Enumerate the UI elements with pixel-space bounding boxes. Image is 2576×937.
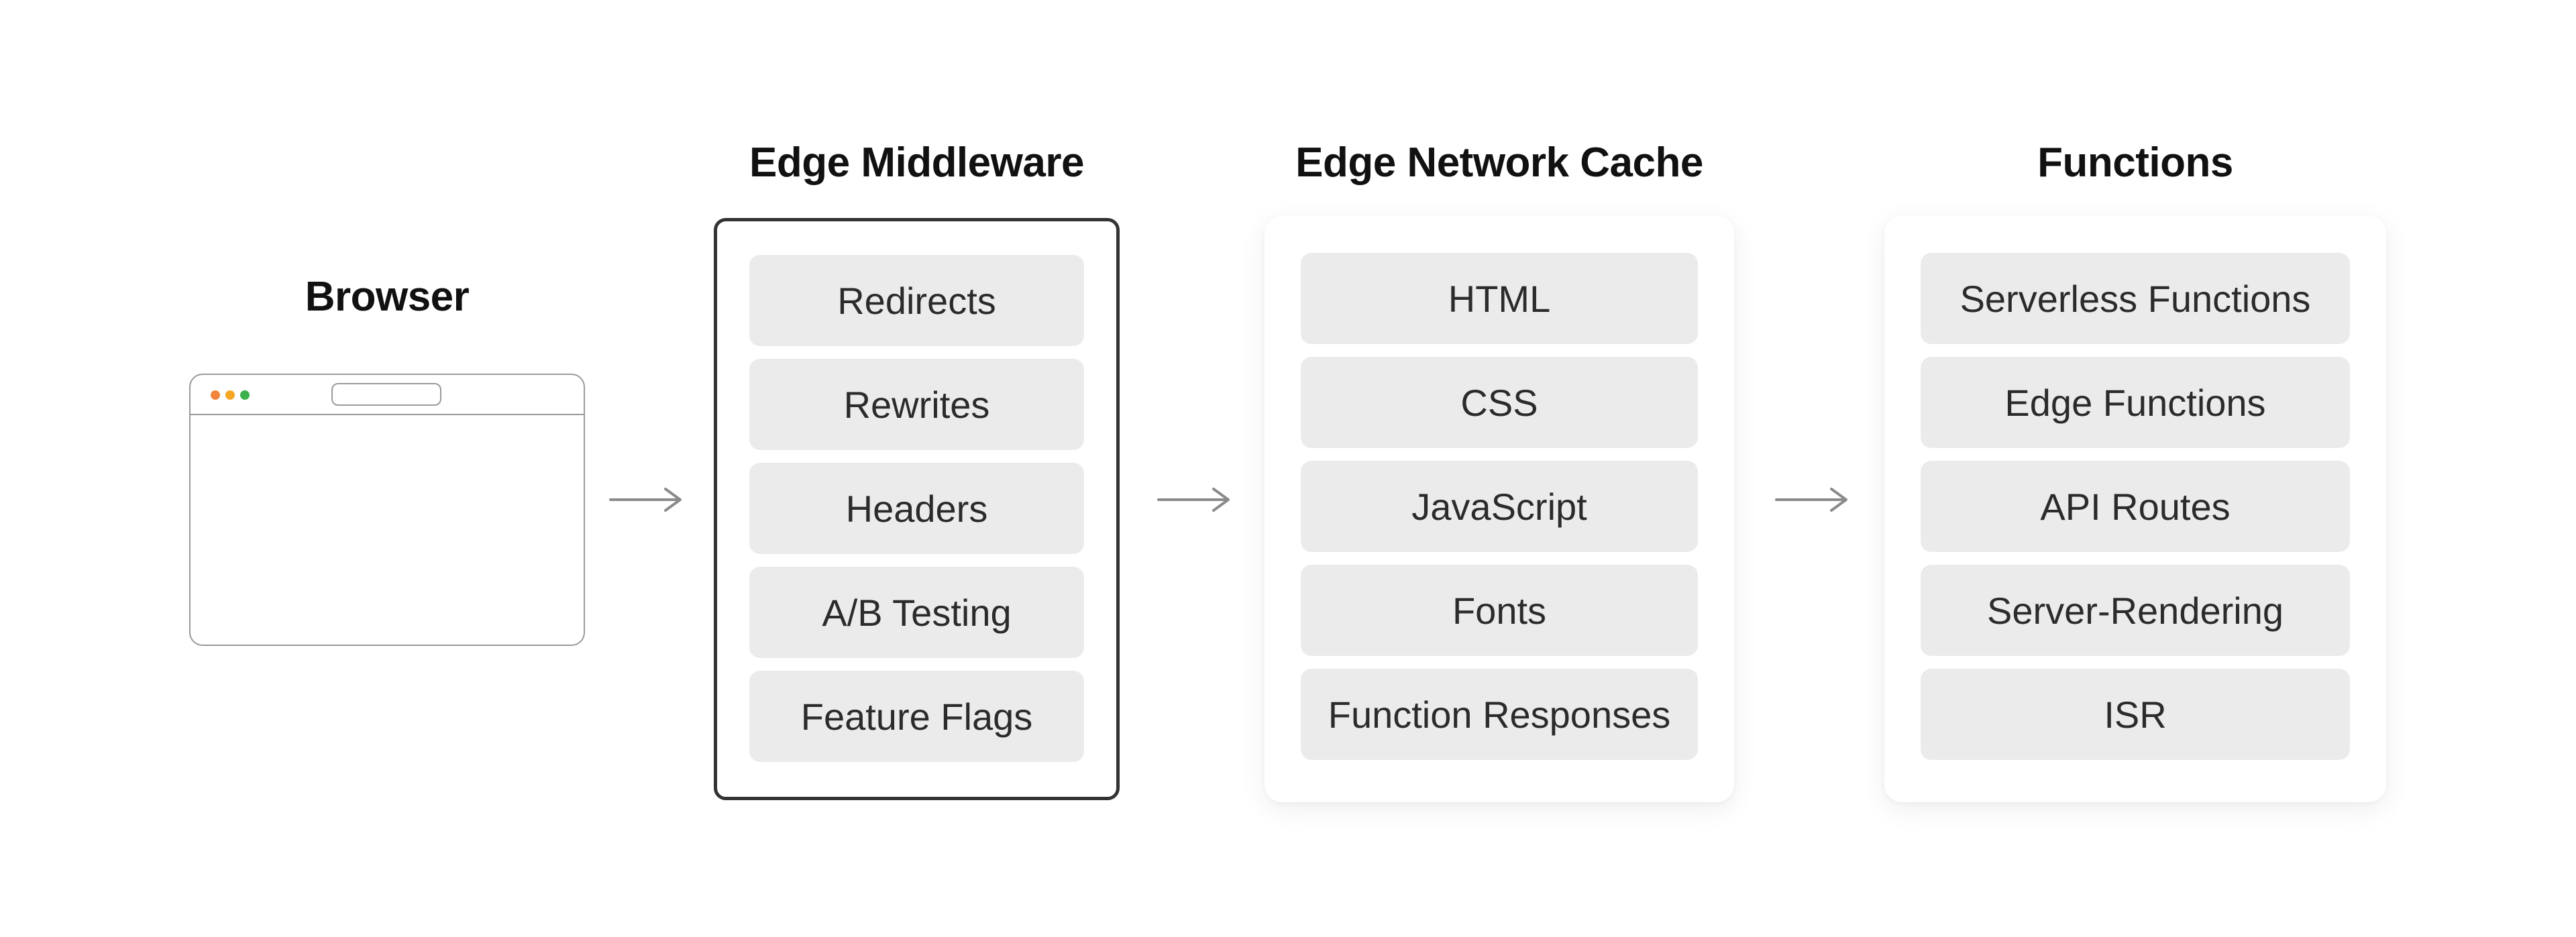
edge-network-cache-title: Edge Network Cache [1295,140,1703,186]
list-item: JavaScript [1301,461,1698,552]
arrow-right-icon [609,488,682,512]
edge-middleware-title: Edge Middleware [749,140,1084,186]
close-dot-icon [211,390,220,400]
list-item: Redirects [749,255,1084,346]
list-item: Headers [749,463,1084,554]
list-item: Rewrites [749,359,1084,450]
arrow-right-icon [1157,488,1230,512]
minimize-dot-icon [225,390,235,400]
list-item: A/B Testing [749,567,1084,658]
list-item: Server-Rendering [1921,565,2350,656]
functions-panel: Serverless Functions Edge Functions API … [1884,216,2386,802]
list-item: Function Responses [1301,669,1698,760]
list-item: HTML [1301,253,1698,344]
browser-title: Browser [305,274,470,320]
maximize-dot-icon [240,390,250,400]
list-item: Serverless Functions [1921,253,2350,344]
list-item: CSS [1301,357,1698,448]
browser-window-illustration [189,374,585,646]
arrow-right-icon [1775,488,1847,512]
address-bar [331,383,441,406]
list-item: Feature Flags [749,671,1084,762]
edge-middleware-panel: Redirects Rewrites Headers A/B Testing F… [714,218,1120,800]
list-item: Fonts [1301,565,1698,656]
edge-network-cache-panel: HTML CSS JavaScript Fonts Function Respo… [1265,216,1734,802]
list-item: Edge Functions [1921,357,2350,448]
list-item: ISR [1921,669,2350,760]
list-item: API Routes [1921,461,2350,552]
browser-toolbar [191,375,584,415]
functions-title: Functions [2037,140,2233,186]
